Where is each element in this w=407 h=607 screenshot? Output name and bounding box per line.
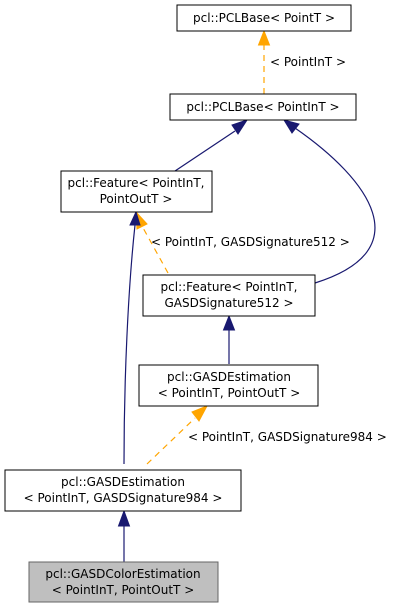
node-label-line2: < PointInT, PointOutT > — [52, 583, 195, 597]
edge-pclbase-to-feature512 — [282, 119, 376, 284]
node-label-line2: GASDSignature512 > — [164, 296, 293, 310]
node-feature-generic[interactable]: pcl::Feature< PointInT, PointOutT > — [60, 170, 213, 213]
edge-gasd-template — [146, 405, 209, 465]
node-label-line1: pcl::Feature< PointInT, — [161, 280, 298, 294]
node-label-line1: pcl::GASDColorEstimation — [45, 567, 200, 581]
node-label-line1: pcl::GASDEstimation — [61, 475, 185, 489]
edge-pclbase-to-feature — [174, 119, 249, 172]
node-label-line1: pcl::Feature< PointInT, — [68, 176, 205, 190]
node-pclbase-pointt[interactable]: pcl::PCLBase< PointT > — [176, 4, 352, 32]
edge-feature-to-gasd984 — [123, 210, 141, 465]
node-gasd-984[interactable]: pcl::GASDEstimation < PointInT, GASDSign… — [4, 469, 242, 512]
node-label-line2: < PointInT, GASDSignature984 > — [24, 491, 223, 505]
node-label: pcl::PCLBase< PointInT > — [186, 100, 339, 114]
node-pclbase-pointint[interactable]: pcl::PCLBase< PointInT > — [169, 93, 357, 121]
edge-pclbase-template — [257, 29, 271, 94]
edge-gasd984-to-color — [117, 509, 131, 562]
node-feature-512[interactable]: pcl::Feature< PointInT, GASDSignature512… — [142, 274, 316, 317]
edge-feature512-to-gasd — [222, 314, 236, 364]
node-label-line2: PointOutT > — [100, 192, 173, 206]
node-gasd-generic[interactable]: pcl::GASDEstimation < PointInT, PointOut… — [138, 364, 319, 407]
node-gasd-color-current[interactable]: pcl::GASDColorEstimation < PointInT, Poi… — [28, 561, 219, 603]
node-label: pcl::PCLBase< PointT > — [193, 11, 335, 25]
edge-label-feature-template: < PointInT, GASDSignature512 > — [151, 235, 350, 249]
edge-label-gasd-template: < PointInT, GASDSignature984 > — [188, 430, 387, 444]
node-label-line1: pcl::GASDEstimation — [167, 370, 291, 384]
node-label-line2: < PointInT, PointOutT > — [158, 386, 301, 400]
edge-label-pclbase-template: < PointInT > — [270, 55, 346, 69]
